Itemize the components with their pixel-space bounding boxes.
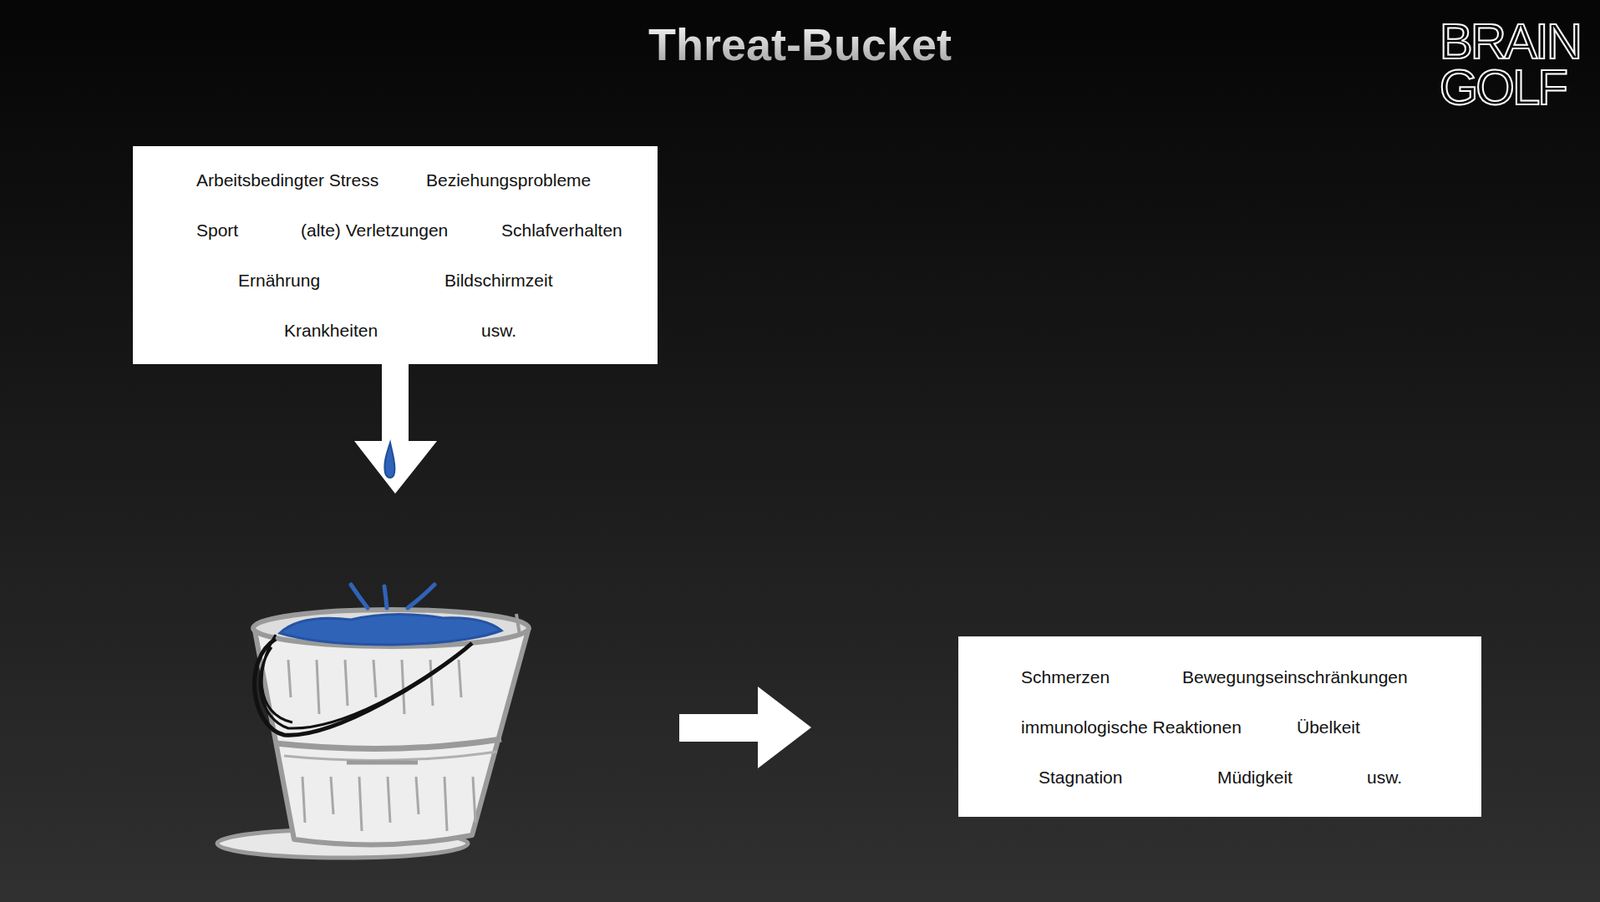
text-box: Arbeitsbedingter Stress Beziehungsproblem… — [132, 146, 658, 365]
item-text: Müdigkeit — [1217, 766, 1293, 788]
bucket — [217, 584, 529, 859]
item-text: Stagnation — [1038, 766, 1123, 788]
item-text: Sport — [196, 219, 239, 241]
item-text: Beziehungsprobleme — [426, 169, 591, 191]
down-arrow — [354, 364, 437, 494]
item-text: Bildschirmzeit — [444, 269, 554, 291]
item-text: Schlafverhalten — [501, 219, 623, 241]
item-text: Übelkeit — [1296, 716, 1361, 738]
item-text: Arbeitsbedingter Stress — [196, 169, 379, 191]
item-text: usw. — [481, 320, 517, 341]
item-text: (alte) Verletzungen — [300, 219, 448, 241]
item-text: Schmerzen — [1020, 666, 1110, 688]
logo: BRAINGOLF — [1439, 18, 1580, 111]
item-text: Krankheiten — [284, 320, 378, 341]
item-text: Bewegungseinschränkungen — [1182, 666, 1408, 688]
logo-text: BRAIN — [1439, 18, 1580, 65]
item-text: Ernährung — [238, 269, 320, 291]
water-drop — [384, 442, 395, 478]
logo-text: GOLF — [1439, 64, 1580, 111]
item-text: immunologische Reaktionen — [1020, 716, 1242, 738]
text-box: Schmerzen Bewegungseinschränkungen immunol… — [958, 636, 1482, 818]
right-arrow — [679, 686, 812, 769]
title: Threat-Bucket — [0, 18, 1600, 71]
item-text: usw. — [1366, 766, 1402, 788]
